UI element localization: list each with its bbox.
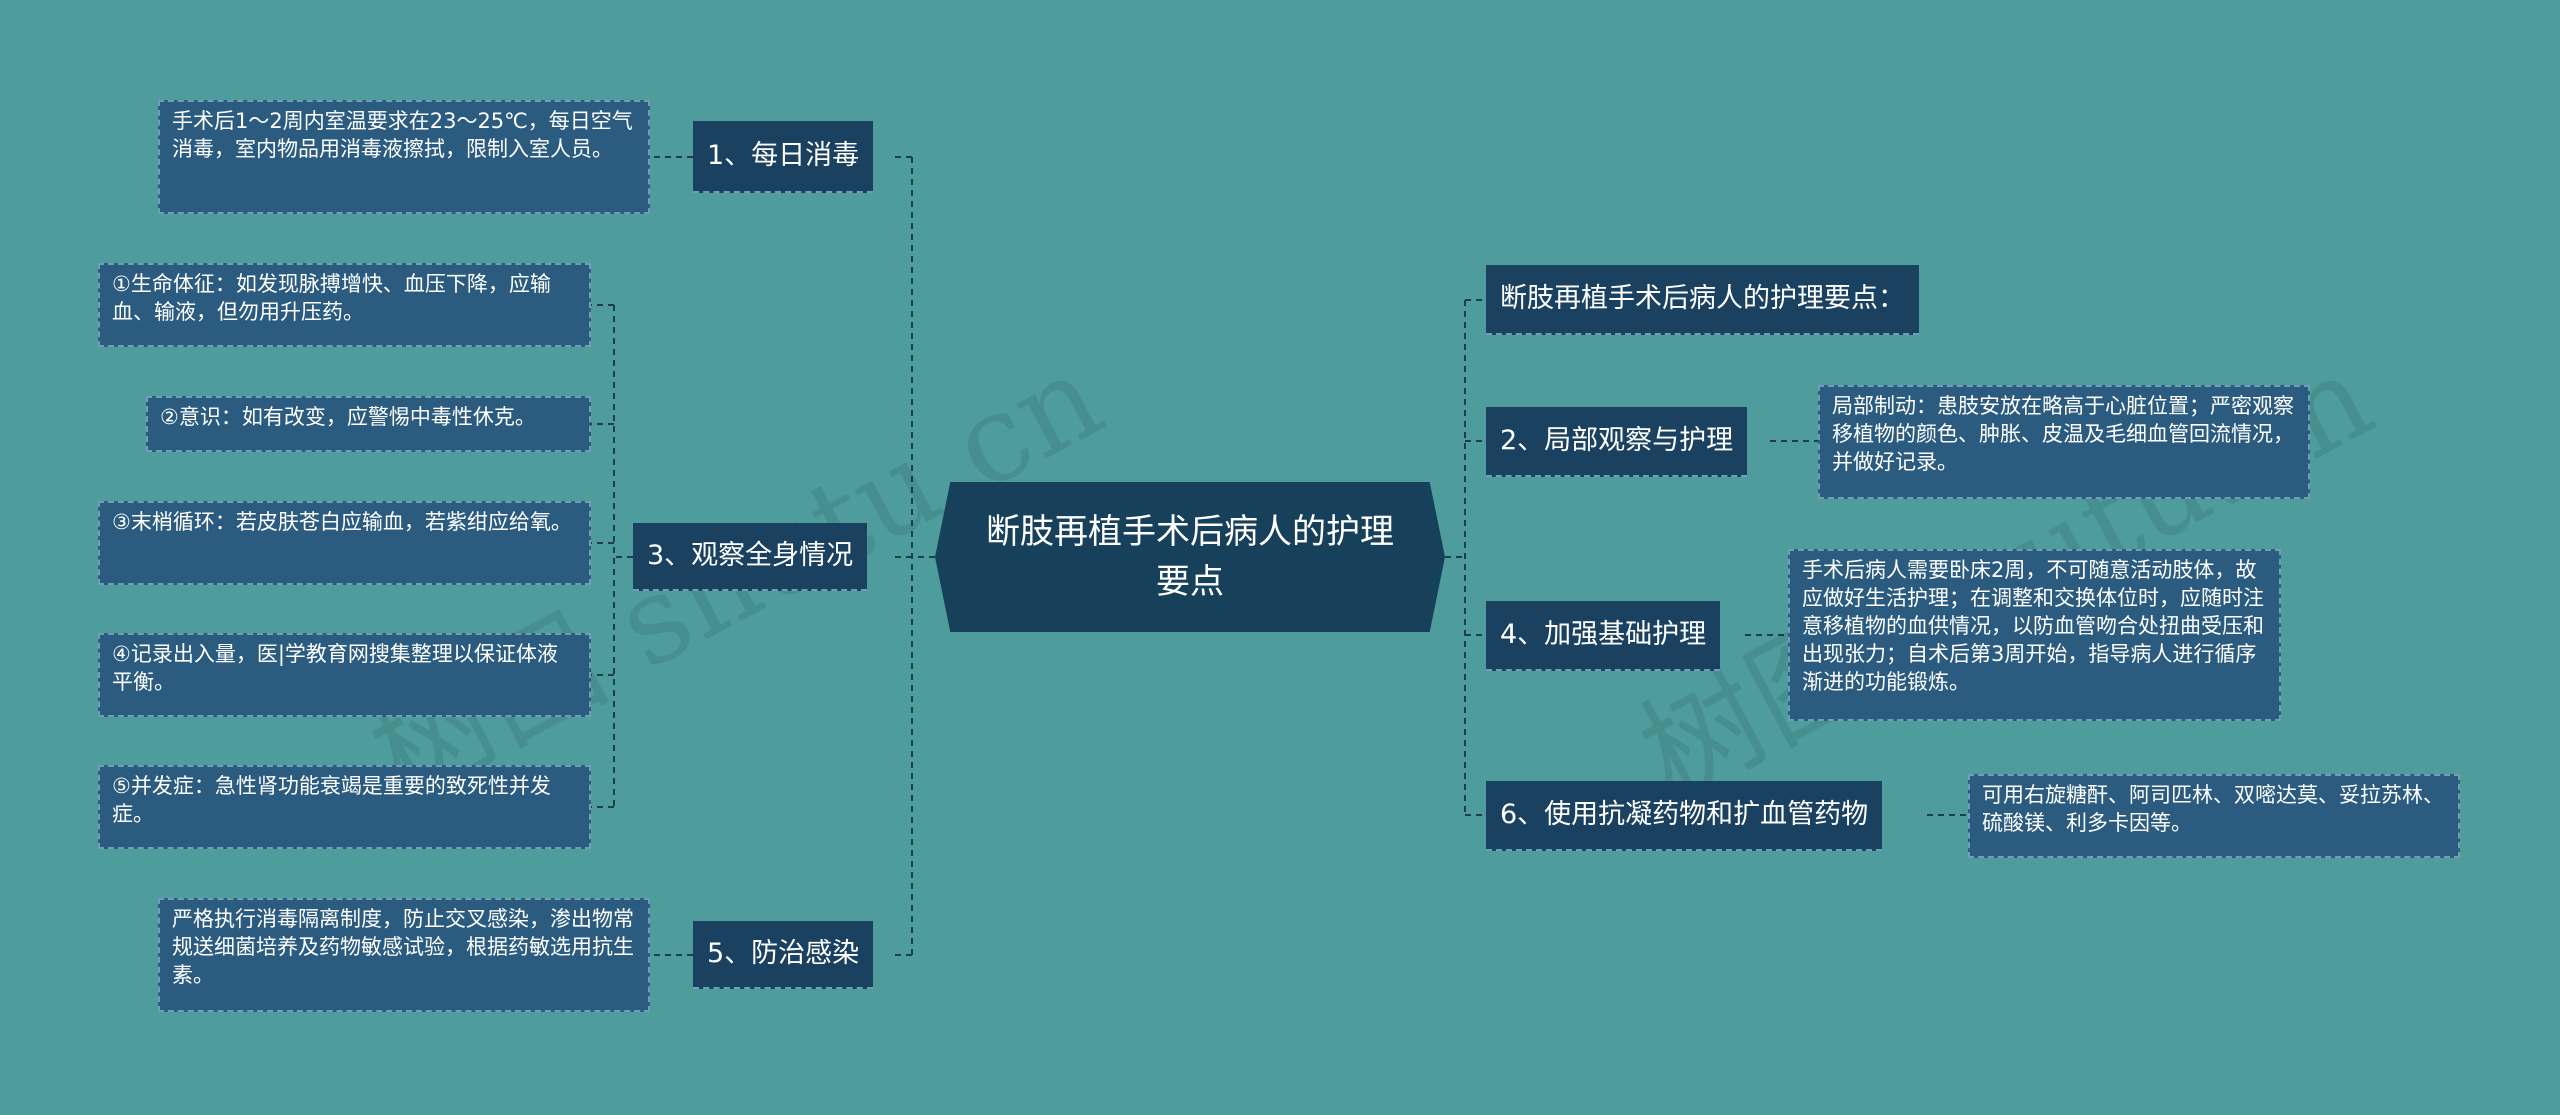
branch-summary-heading[interactable]: 断肢再植手术后病人的护理要点： bbox=[1486, 265, 1919, 335]
branch-anticoagulants[interactable]: 6、使用抗凝药物和扩血管药物 bbox=[1486, 781, 1883, 851]
branch-label: 断肢再植手术后病人的护理要点： bbox=[1500, 283, 1905, 314]
leaf-text: ②意识：如有改变，应警惕中毒性休克。 bbox=[160, 405, 536, 429]
leaf-intake-output[interactable]: ④记录出入量，医|学教育网搜集整理以保证体液平衡。 bbox=[98, 633, 591, 717]
branch-basic-care[interactable]: 4、加强基础护理 bbox=[1486, 601, 1721, 671]
branch-general-condition[interactable]: 3、观察全身情况 bbox=[633, 523, 868, 591]
branch-local-observation[interactable]: 2、局部观察与护理 bbox=[1486, 407, 1748, 477]
leaf-vital-signs[interactable]: ①生命体征：如发现脉搏增快、血压下降，应输血、输液，但勿用升压药。 bbox=[98, 263, 591, 347]
leaf-infection-prevention[interactable]: 严格执行消毒隔离制度，防止交叉感染，渗出物常规送细菌培养及药物敏感试验，根据药敏… bbox=[158, 898, 650, 1012]
leaf-text: 可用右旋糖酐、阿司匹林、双嘧达莫、妥拉苏林、硫酸镁、利多卡因等。 bbox=[1982, 783, 2444, 835]
leaf-text: 手术后1～2周内室温要求在23～25℃，每日空气消毒，室内物品用消毒液擦拭，限制… bbox=[172, 109, 633, 161]
leaf-text: 手术后病人需要卧床2周，不可随意活动肢体，故应做好生活护理；在调整和交换体位时，… bbox=[1802, 558, 2264, 694]
leaf-complications[interactable]: ⑤并发症：急性肾功能衰竭是重要的致死性并发症。 bbox=[98, 765, 591, 849]
leaf-anticoagulants[interactable]: 可用右旋糖酐、阿司匹林、双嘧达莫、妥拉苏林、硫酸镁、利多卡因等。 bbox=[1968, 774, 2460, 858]
branch-label: 1、每日消毒 bbox=[707, 140, 860, 171]
leaf-text: ①生命体征：如发现脉搏增快、血压下降，应输血、输液，但勿用升压药。 bbox=[112, 272, 551, 324]
center-title: 断肢再植手术后病人的护理要点 bbox=[986, 512, 1394, 602]
leaf-text: 严格执行消毒隔离制度，防止交叉感染，渗出物常规送细菌培养及药物敏感试验，根据药敏… bbox=[172, 907, 634, 987]
branch-label: 4、加强基础护理 bbox=[1500, 619, 1707, 650]
branch-daily-disinfection[interactable]: 1、每日消毒 bbox=[693, 121, 874, 193]
center-node[interactable]: 断肢再植手术后病人的护理要点 bbox=[935, 482, 1445, 632]
leaf-text: 局部制动：患肢安放在略高于心脏位置；严密观察移植物的颜色、肿胀、皮温及毛细血管回… bbox=[1832, 394, 2294, 474]
leaf-text: ③末梢循环：若皮肤苍白应输血，若紫绀应给氧。 bbox=[112, 510, 572, 534]
leaf-peripheral-circulation[interactable]: ③末梢循环：若皮肤苍白应输血，若紫绀应给氧。 bbox=[98, 501, 591, 585]
leaf-daily-disinfection[interactable]: 手术后1～2周内室温要求在23～25℃，每日空气消毒，室内物品用消毒液擦拭，限制… bbox=[158, 100, 650, 214]
branch-label: 2、局部观察与护理 bbox=[1500, 425, 1734, 456]
leaf-text: ⑤并发症：急性肾功能衰竭是重要的致死性并发症。 bbox=[112, 774, 551, 826]
leaf-local-observation[interactable]: 局部制动：患肢安放在略高于心脏位置；严密观察移植物的颜色、肿胀、皮温及毛细血管回… bbox=[1818, 385, 2310, 499]
leaf-text: ④记录出入量，医|学教育网搜集整理以保证体液平衡。 bbox=[112, 642, 558, 694]
branch-label: 5、防治感染 bbox=[707, 938, 860, 969]
leaf-basic-care[interactable]: 手术后病人需要卧床2周，不可随意活动肢体，故应做好生活护理；在调整和交换体位时，… bbox=[1788, 549, 2281, 721]
branch-label: 6、使用抗凝药物和扩血管药物 bbox=[1500, 799, 1869, 830]
leaf-consciousness[interactable]: ②意识：如有改变，应警惕中毒性休克。 bbox=[146, 396, 591, 452]
branch-label: 3、观察全身情况 bbox=[647, 540, 854, 571]
branch-infection-prevention[interactable]: 5、防治感染 bbox=[693, 921, 874, 989]
